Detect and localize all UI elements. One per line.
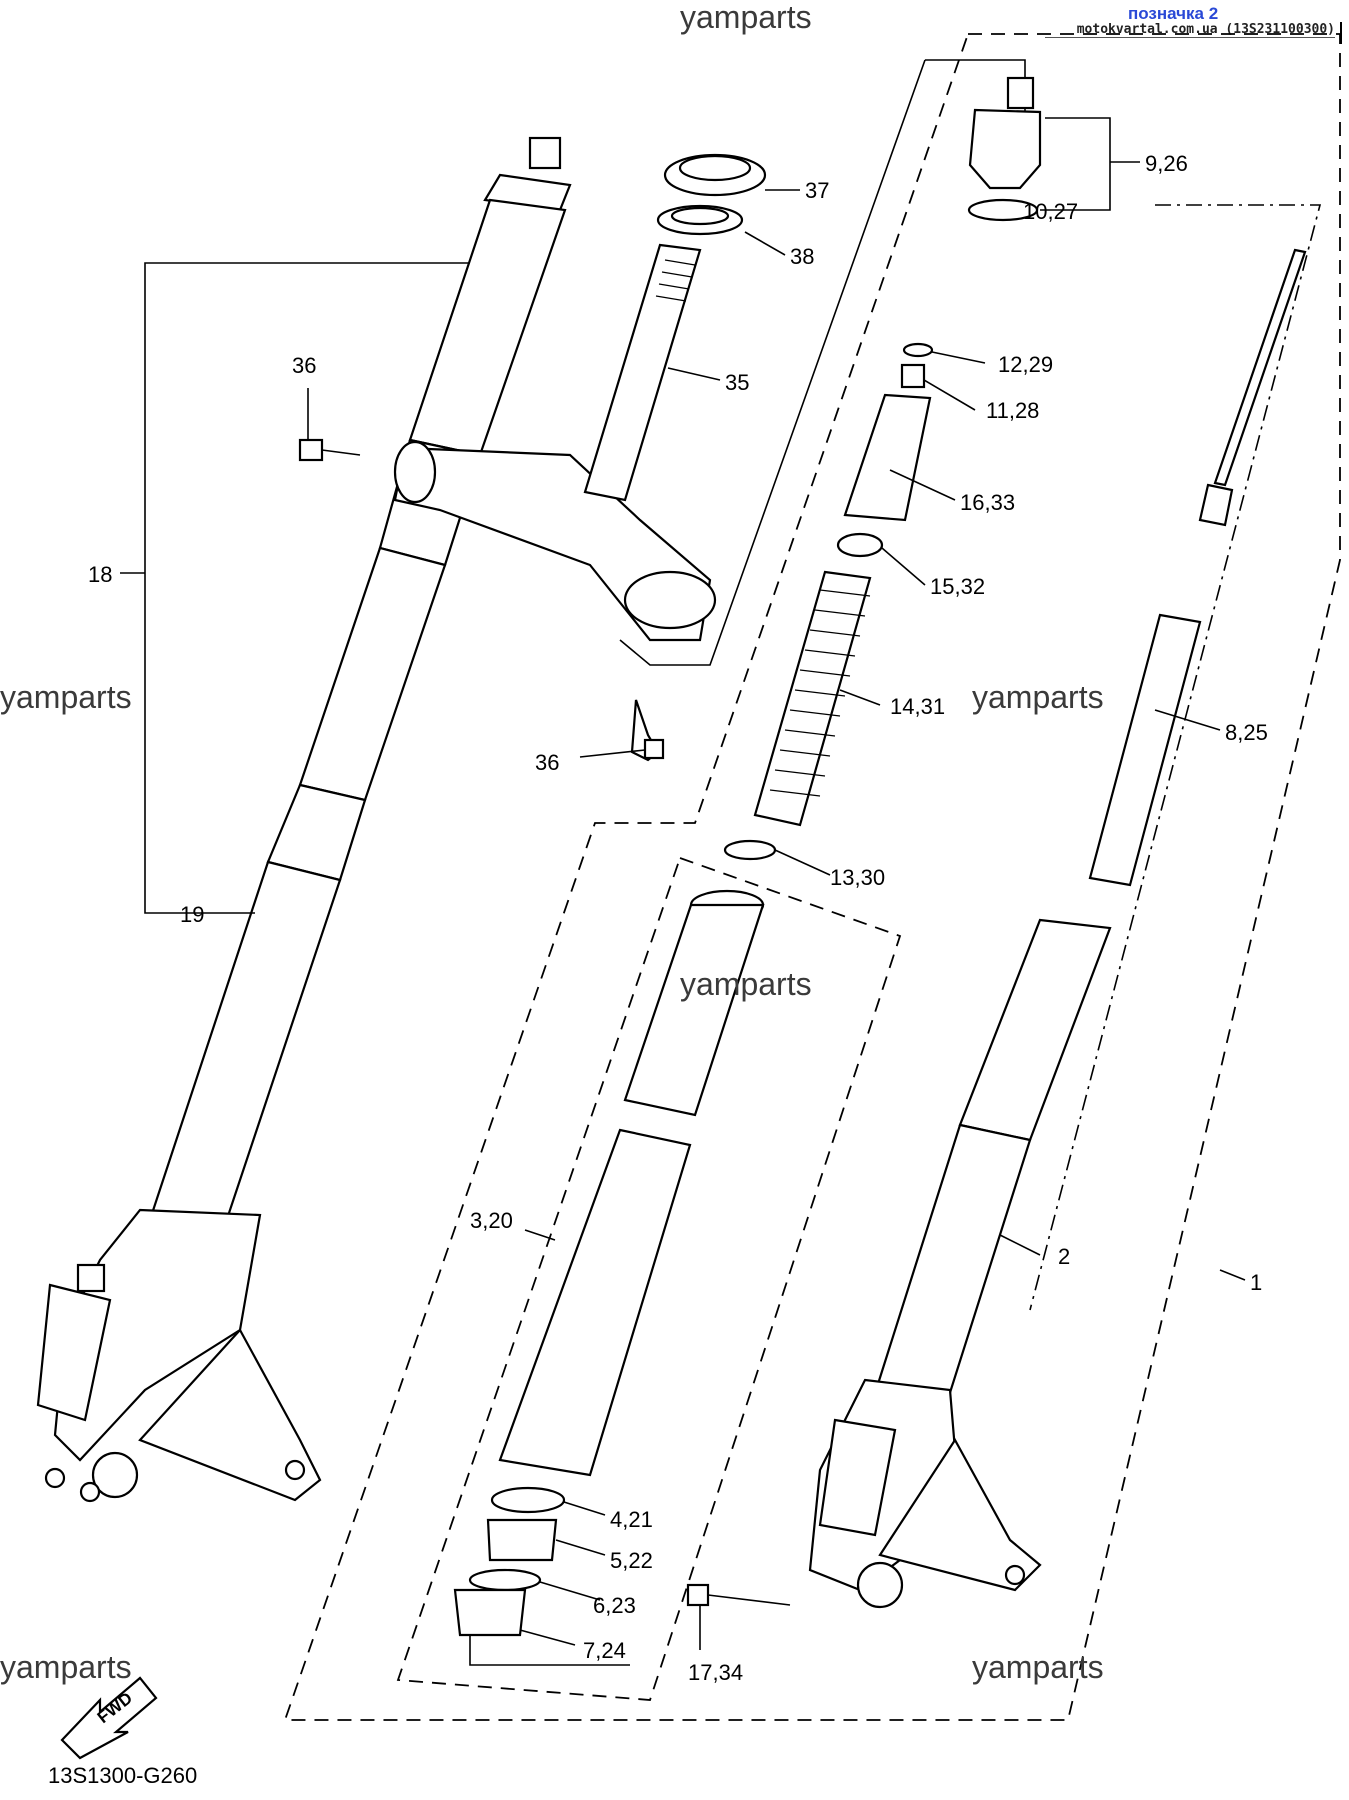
callout-labels: 37 38 35 36 36 18 19 9,26 10,27 12,29 11…: [88, 151, 1268, 1685]
label-8-25: 8,25: [1225, 720, 1268, 745]
o-ring-10-27: [967, 198, 1039, 222]
watermark-right: yamparts: [972, 679, 1104, 715]
watermark-bottom-left: yamparts: [0, 1649, 132, 1685]
label-10-27: 10,27: [1023, 199, 1078, 224]
label-36-lower: 36: [535, 750, 559, 775]
label-17-34: 17,34: [688, 1660, 743, 1685]
right-caliper-mount: [878, 1437, 1042, 1592]
diagram-code: 13S1300-G260: [48, 1763, 197, 1788]
label-5-22: 5,22: [610, 1548, 653, 1573]
damper-inner-outline: [396, 856, 902, 1701]
label-38: 38: [790, 244, 814, 269]
bolt-36-lower: [630, 699, 665, 762]
fork-cap-nut: [528, 136, 562, 170]
label-19: 19: [180, 902, 204, 927]
collar-15-32: [836, 532, 884, 558]
dust-seal-7-24: [453, 1588, 527, 1637]
bolt-36-upper: [298, 438, 361, 462]
label-11-28: 11,28: [986, 398, 1039, 423]
damper-cartridge: [1088, 613, 1202, 887]
watermark-left: yamparts: [0, 679, 132, 715]
watermark-top: yamparts: [680, 0, 812, 35]
label-35: 35: [725, 370, 749, 395]
clip-6-23: [468, 1568, 542, 1592]
steering-stem-group: [583, 153, 767, 502]
label-37: 37: [805, 178, 829, 203]
inner-tube-3-20: [498, 889, 765, 1477]
damper-rod: [1088, 248, 1307, 887]
outer-tube-upper: [408, 198, 567, 457]
fork-cap: [968, 108, 1042, 190]
bracket-clamp-left: [393, 440, 437, 504]
bracket-clamp-right: [623, 570, 717, 630]
label-7-24: 7,24: [583, 1638, 626, 1663]
outer-tube-lower: [298, 546, 447, 802]
label-2: 2: [1058, 1244, 1070, 1269]
damper-adjuster: [36, 1283, 112, 1422]
spacer-16-33: [843, 393, 932, 522]
right-damper-adjuster: [818, 1418, 897, 1537]
watermark-center: yamparts: [680, 966, 812, 1002]
watermarks: yamparts yamparts yamparts yamparts yamp…: [0, 0, 1104, 1685]
fork-spring-14-31: [753, 570, 872, 827]
label-14-31: 14,31: [890, 694, 945, 719]
watermark-bottom-right: yamparts: [972, 1649, 1104, 1685]
assembled-fork: [36, 136, 717, 1503]
washer-12-29: [902, 342, 934, 358]
label-6-23: 6,23: [593, 1593, 636, 1618]
label-36-upper: 36: [292, 353, 316, 378]
label-12-29: 12,29: [998, 352, 1053, 377]
fwd-arrow-icon: FWD: [60, 1676, 158, 1760]
badge-link[interactable]: позначка 2: [1128, 4, 1219, 23]
seal-set: [453, 1486, 566, 1637]
assembly-1-outline: [283, 33, 1341, 1721]
dust-seal-4-21: [490, 1486, 566, 1514]
label-3-20: 3,20: [470, 1208, 513, 1233]
label-9-26: 9,26: [1145, 151, 1188, 176]
inner-tube: [138, 860, 342, 1272]
oil-seal-5-22: [486, 1518, 558, 1562]
upper-group-outline: [619, 59, 926, 666]
divider: [1340, 22, 1342, 44]
label-15-32: 15,32: [930, 574, 985, 599]
leader-lines: [120, 117, 1246, 1666]
adjuster-11-28: [900, 363, 926, 389]
upper-internals-outline: [1029, 204, 1322, 1311]
fork-cap-assembly: [967, 76, 1042, 222]
steering-stem: [583, 243, 702, 502]
label-16-33: 16,33: [960, 490, 1015, 515]
outer-tube-2: [808, 918, 1112, 1609]
caliper-mount: [138, 1328, 322, 1502]
internals-stack: [723, 342, 934, 861]
label-1: 1: [1250, 1270, 1262, 1295]
label-4-21: 4,21: [610, 1507, 653, 1532]
washer-13-30: [723, 839, 777, 861]
label-18: 18: [88, 562, 112, 587]
label-13-30: 13,30: [830, 865, 885, 890]
axle-hole: [91, 1451, 139, 1499]
bolt-17-34: [686, 1583, 791, 1607]
